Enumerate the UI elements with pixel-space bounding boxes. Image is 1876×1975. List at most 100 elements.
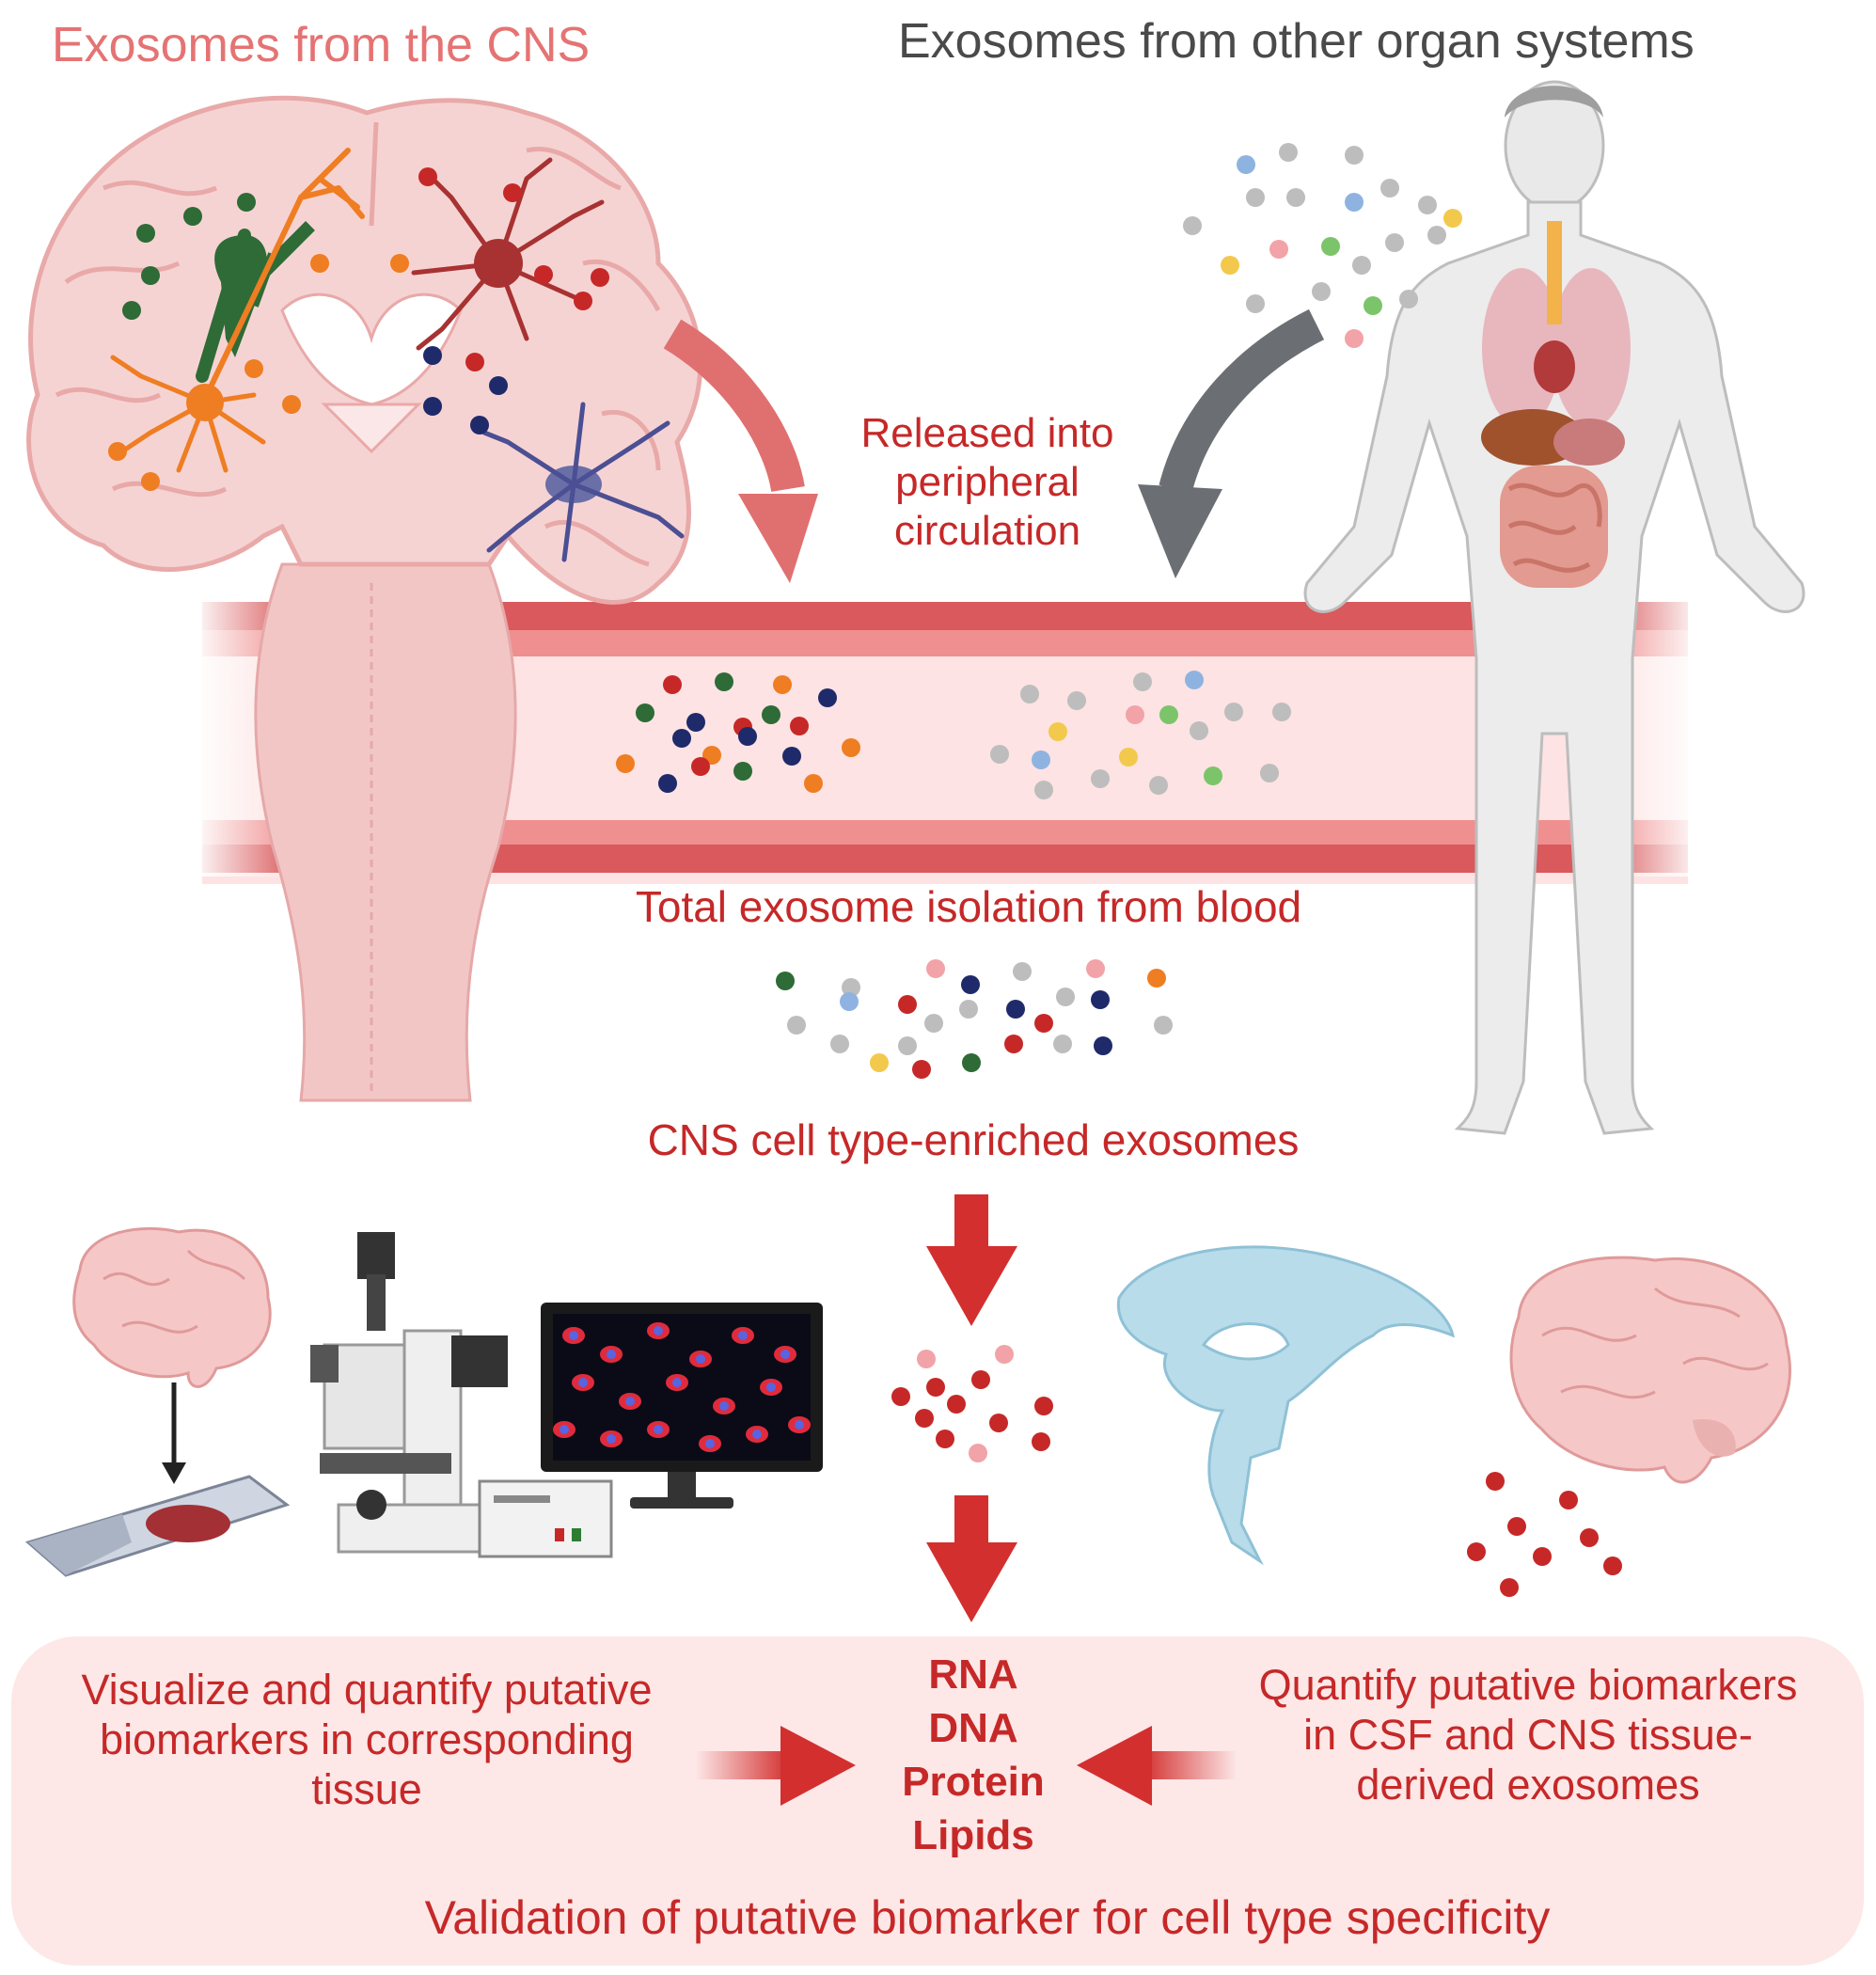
molecule-protein: Protein — [902, 1759, 1045, 1805]
exosome-dot-icon — [1418, 196, 1437, 214]
exosome-dot-icon — [1147, 969, 1166, 988]
exosome-dot-icon — [947, 1395, 966, 1414]
released-line-2: peripheral — [895, 458, 1080, 505]
title-other-exosomes: Exosomes from other organ systems — [898, 14, 1695, 69]
exosome-dot-icon — [1279, 143, 1298, 162]
exosome-dot-icon — [790, 717, 809, 735]
monitor-cell-nucleus — [569, 1331, 578, 1340]
molecule-rna: RNA — [928, 1651, 1018, 1698]
exosome-dot-icon — [574, 292, 592, 310]
exosome-dot-icon — [842, 738, 860, 757]
microglia-icon — [481, 402, 685, 562]
exosome-dot-icon — [773, 675, 792, 694]
exosome-dot-icon — [1221, 256, 1239, 275]
quantify-line-2: in CSF and CNS tissue- — [1303, 1711, 1753, 1760]
exosome-dot-icon — [1312, 282, 1331, 301]
title-cns-exosomes: Exosomes from the CNS — [52, 18, 591, 72]
exosome-dot-icon — [390, 254, 409, 273]
exosome-dot-icon — [1204, 766, 1222, 785]
molecule-dna: DNA — [928, 1705, 1018, 1751]
exosome-dot-icon — [1260, 764, 1279, 782]
exosome-dot-icon — [418, 167, 437, 186]
exosome-dot-icon — [971, 1370, 990, 1389]
monitor-cell-nucleus — [625, 1397, 635, 1406]
exosome-dot-icon — [1190, 721, 1208, 740]
monitor-cell-nucleus — [719, 1401, 729, 1411]
exosome-dot-icon — [1321, 237, 1340, 256]
exosome-dot-icon — [840, 992, 859, 1011]
molecule-list: RNA DNA Protein Lipids — [860, 1651, 1086, 1865]
quantify-line-1: Quantify putative biomarkers — [1258, 1661, 1798, 1709]
exosome-dot-icon — [237, 193, 256, 212]
exosome-dot-icon — [804, 774, 823, 793]
exosome-dot-icon — [818, 688, 837, 707]
human-body-icon — [1303, 80, 1805, 1135]
exosome-dot-icon — [776, 972, 795, 990]
exosome-dot-icon — [738, 727, 757, 746]
exosome-dot-icon — [715, 672, 733, 691]
exosome-dot-icon — [926, 1378, 945, 1397]
exosome-dot-icon — [1094, 1036, 1112, 1055]
exosome-dot-icon — [465, 353, 484, 371]
exosome-dot-icon — [1443, 209, 1462, 228]
brain-right-icon — [1509, 1256, 1791, 1484]
monitor-cell-nucleus — [738, 1331, 748, 1340]
brain-icon — [72, 1226, 272, 1388]
exosome-dot-icon — [423, 397, 442, 416]
exosome-dot-icon — [995, 1345, 1014, 1364]
exosome-dot-icon — [1345, 329, 1364, 348]
exosome-dot-icon — [1352, 256, 1371, 275]
exosome-dot-icon — [691, 757, 710, 776]
exosome-dot-icon — [1126, 705, 1144, 724]
exosome-dot-icon — [141, 266, 160, 285]
monitor-cell-nucleus — [752, 1430, 762, 1439]
exosome-dot-icon — [1380, 179, 1399, 198]
validation-panel — [11, 1636, 1864, 1966]
monitor-cell-nucleus — [560, 1425, 569, 1434]
monitor-cell-nucleus — [766, 1382, 776, 1392]
exosome-dot-icon — [891, 1387, 910, 1406]
exosome-dot-icon — [1246, 294, 1265, 313]
visualize-line-3: tissue — [311, 1765, 422, 1814]
exosome-dot-icon — [658, 774, 677, 793]
exosome-dot-icon — [1013, 962, 1032, 981]
exosome-dot-icon — [1086, 959, 1105, 978]
arrow-left-to-center — [696, 1726, 856, 1806]
total-isolation-label: Total exosome isolation from blood — [635, 882, 1302, 931]
exosome-dot-icon — [936, 1430, 954, 1448]
ventricle-icon — [1116, 1245, 1456, 1566]
exosome-dot-icon — [1467, 1542, 1486, 1561]
exosome-dot-icon — [926, 959, 945, 978]
exosome-dot-icon — [1559, 1491, 1578, 1509]
neuron-icon — [110, 148, 365, 473]
exosome-dot-icon — [1603, 1556, 1622, 1575]
exosome-dot-icon — [1269, 240, 1288, 259]
monitor-cell-nucleus — [672, 1378, 682, 1387]
exosome-dot-icon — [989, 1414, 1008, 1432]
monitor-cell-nucleus — [705, 1439, 715, 1448]
exosome-dot-icon — [912, 1060, 931, 1079]
exosome-dot-icon — [1091, 990, 1110, 1009]
released-line-3: circulation — [893, 507, 1081, 554]
monitor-cell-nucleus — [780, 1350, 790, 1359]
exosome-dot-icon — [870, 1053, 889, 1072]
exosome-dot-icon — [1006, 1000, 1025, 1019]
exosome-dot-icon — [1507, 1517, 1526, 1536]
enriched-label: CNS cell type-enriched exosomes — [647, 1115, 1300, 1164]
exosome-dot-icon — [282, 395, 301, 414]
exosome-dot-icon — [1345, 146, 1364, 165]
exosome-dot-icon — [470, 416, 489, 434]
exosome-dot-icon — [1246, 188, 1265, 207]
monitor-cell-nucleus — [607, 1434, 616, 1444]
exosome-dot-icon — [915, 1409, 934, 1428]
brain-section-icon — [26, 95, 703, 605]
exosome-dot-icon — [1500, 1578, 1519, 1597]
monitor-cell-nucleus — [578, 1378, 588, 1387]
exosome-dot-icon — [1345, 193, 1364, 212]
exosome-dot-icon — [1159, 705, 1178, 724]
exosome-dot-icon — [183, 207, 202, 226]
molecule-lipids: Lipids — [912, 1812, 1034, 1858]
exosome-dot-icon — [1056, 988, 1075, 1006]
exosome-dot-icon — [782, 747, 801, 766]
exosome-dot-icon — [1119, 748, 1138, 766]
